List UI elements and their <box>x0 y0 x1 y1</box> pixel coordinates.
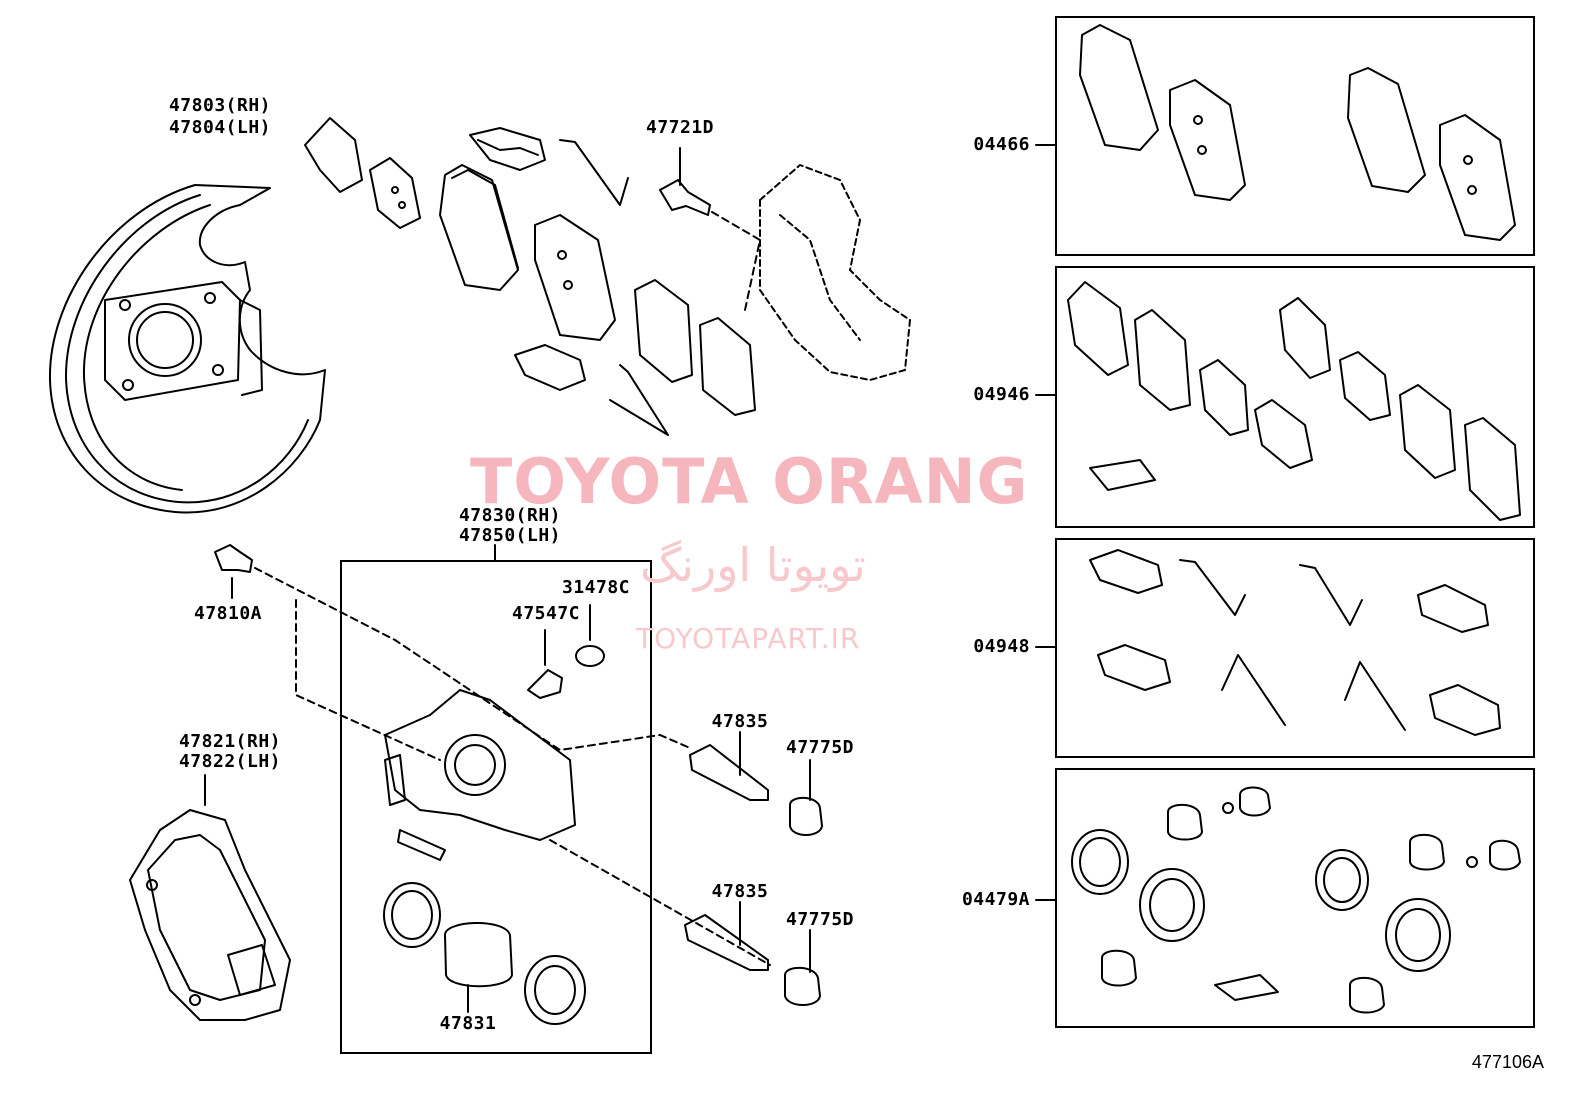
kit-code-04466[interactable]: 04466 <box>973 134 1030 155</box>
kit-code-04946[interactable]: 04946 <box>973 384 1030 405</box>
caliper-body-drawing <box>384 689 771 966</box>
kit-box-04946 <box>1055 266 1535 528</box>
seal-piston-drawing <box>383 882 586 1025</box>
dashed-mounting-top <box>759 164 911 381</box>
watermark-brand: TOYOTA ORANG <box>470 445 1029 518</box>
kit-code-04479a[interactable]: 04479A <box>961 889 1030 910</box>
callout-47547c[interactable]: 47547C <box>511 603 581 624</box>
callout-47835-lower[interactable]: 47835 <box>711 881 769 902</box>
kit-04948-drawing <box>1035 549 1501 736</box>
kit-box-04479a <box>1055 768 1535 1028</box>
dust-shield-drawing <box>48 184 326 514</box>
watermark-persian: تویوتا اورنگ <box>640 538 866 592</box>
top-shims-drawing <box>304 117 421 229</box>
kit-box-04948 <box>1055 538 1535 758</box>
kit-code-04948[interactable]: 04948 <box>973 636 1030 657</box>
caliper-assembly-box <box>340 560 652 1054</box>
callout-caliper-rh[interactable]: 47830(RH) <box>458 505 562 526</box>
bleeder-plug-drawing <box>527 604 605 699</box>
clips-springs-drawing <box>469 127 669 436</box>
callout-shield-rh[interactable]: 47803(RH) <box>168 95 272 116</box>
mounting-drawing <box>129 774 291 1021</box>
callout-47810a[interactable]: 47810A <box>193 603 263 624</box>
kit-04479a-drawing <box>1035 786 1521 1014</box>
watermark-url: TOYOTAPART.IR <box>636 622 861 655</box>
callout-47775d-upper[interactable]: 47775D <box>785 737 855 758</box>
bolt-47721d-drawing <box>659 147 761 311</box>
bleeder-bolt-drawing <box>214 544 691 761</box>
figure-id: 477106A <box>1471 1052 1544 1072</box>
callout-47775d-lower[interactable]: 47775D <box>785 909 855 930</box>
slide-pins-drawing <box>684 731 823 1006</box>
callout-shield-lh[interactable]: 47804(LH) <box>168 117 272 138</box>
top-pads-drawing <box>439 164 756 416</box>
callout-mounting-lh[interactable]: 47822(LH) <box>178 751 282 772</box>
callout-31478c[interactable]: 31478C <box>561 577 631 598</box>
callout-mounting-rh[interactable]: 47821(RH) <box>178 731 282 752</box>
callout-47831[interactable]: 47831 <box>439 1013 497 1034</box>
callout-caliper-lh[interactable]: 47850(LH) <box>458 525 562 546</box>
callout-47835-upper[interactable]: 47835 <box>711 711 769 732</box>
kit-box-04466 <box>1055 16 1535 256</box>
callout-47721d[interactable]: 47721D <box>645 117 715 138</box>
kit-04946-drawing <box>1035 281 1521 521</box>
kit-04466-drawing <box>1035 24 1516 241</box>
